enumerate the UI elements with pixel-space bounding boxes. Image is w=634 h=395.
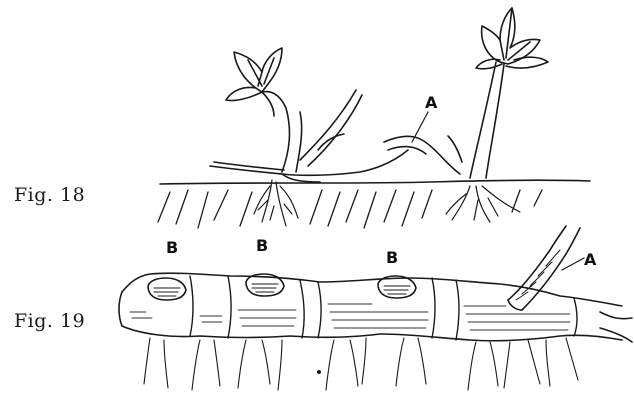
fig18-callout-a-leader	[412, 112, 428, 142]
fig18-left-stem	[262, 92, 289, 172]
fig19-shoot	[508, 226, 566, 300]
fig19-drawing	[119, 226, 632, 390]
fig18-drawing	[158, 8, 590, 228]
fig19-callout-a-leader	[562, 258, 584, 270]
fig18-soil-line	[160, 180, 590, 184]
fig18-roots-right	[446, 186, 520, 222]
fig18-soil-hatching	[158, 190, 542, 228]
fig18-right-stem	[470, 62, 496, 178]
fig18-left-branch	[300, 90, 356, 160]
fig19-scar-1	[148, 278, 186, 300]
fig19-rhizome-top	[122, 273, 622, 306]
fig19-rhizome-hatching	[130, 304, 570, 330]
fig18-runner-left	[210, 150, 408, 175]
fig18-runner-right	[384, 136, 460, 174]
fig19-roots	[144, 338, 578, 390]
fig18-roots-left	[254, 180, 298, 226]
